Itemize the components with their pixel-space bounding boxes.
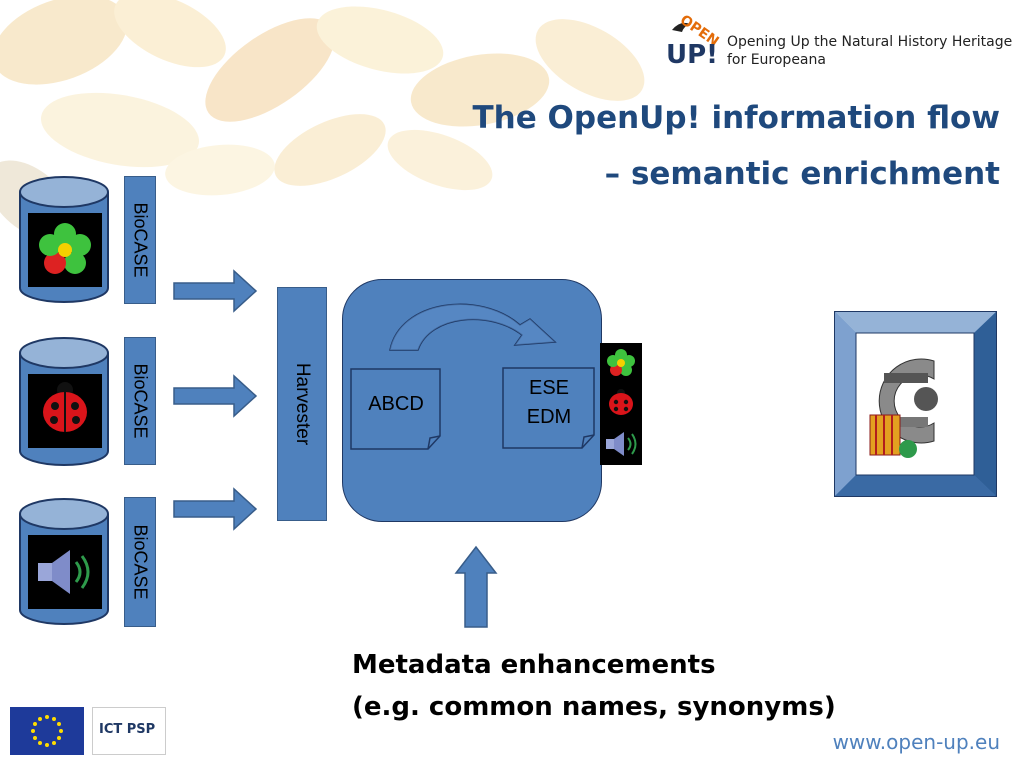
ict-psp-label: ICT PSP xyxy=(99,722,156,737)
metadata-line1: Metadata enhancements xyxy=(352,650,716,680)
tagline-line1: Opening Up the Natural History Heritage xyxy=(727,34,1013,50)
abcd-label: ABCD xyxy=(368,393,424,415)
flower-icon xyxy=(39,223,91,274)
bird-icon xyxy=(672,22,690,32)
ict-psp-logo: ICT PSP xyxy=(92,707,166,755)
arrow-right-icon xyxy=(173,487,258,531)
europeana-logo xyxy=(869,358,938,458)
footer-url[interactable]: www.open-up.eu xyxy=(832,730,1000,754)
tagline-line2: for Europeana xyxy=(727,52,826,68)
logo-tagline: Opening Up the Natural History Heritage … xyxy=(727,33,1012,69)
biocase-bar: BioCASE xyxy=(124,337,156,465)
arrow-up-icon xyxy=(454,545,498,628)
flow-arrows xyxy=(173,269,258,531)
ese-edm-label: ESE EDM xyxy=(502,374,596,432)
biocase-bar: BioCASE xyxy=(124,176,156,304)
europeana-frame xyxy=(834,311,997,497)
arrow-right-icon xyxy=(173,374,258,418)
biocase-label: BioCASE xyxy=(130,202,151,278)
ese-label: ESE xyxy=(528,377,570,399)
biocase-label: BioCASE xyxy=(130,363,151,439)
logo-up-text: UP! xyxy=(666,40,719,70)
edm-label: EDM xyxy=(526,406,572,428)
biocase-label: BioCASE xyxy=(130,524,151,600)
speaker-icon xyxy=(38,550,90,594)
eu-flag-logo xyxy=(10,707,84,755)
slide-title-line2: – semantic enrichment xyxy=(604,156,1000,192)
slide-title-line1: The OpenUp! information flow xyxy=(472,100,1000,136)
arrow-right-icon xyxy=(173,269,258,313)
flower-icon xyxy=(607,349,635,376)
abcd-document xyxy=(350,368,441,450)
biocase-bar: BioCASE xyxy=(124,497,156,627)
harvester-bar: Harvester xyxy=(277,287,327,521)
harvester-label: Harvester xyxy=(292,362,313,446)
openup-logo: OPEN UP! xyxy=(666,10,726,72)
speaker-icon xyxy=(606,432,637,456)
icon-strip xyxy=(600,343,642,465)
provider-databases xyxy=(19,176,109,625)
transform-arrow-icon xyxy=(389,303,557,351)
ladybug-icon xyxy=(609,389,633,415)
ese-edm-document xyxy=(502,367,595,449)
ladybug-icon xyxy=(43,382,87,432)
metadata-line2: (e.g. common names, synonyms) xyxy=(352,692,836,722)
